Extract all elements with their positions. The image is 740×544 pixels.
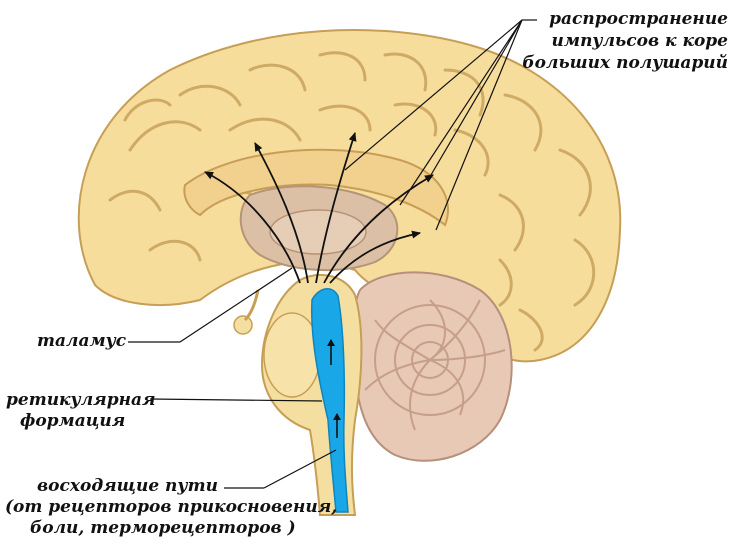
thalamus: [239, 185, 399, 272]
thalamus-label: таламус: [37, 331, 127, 351]
pathways-label-line3: боли, терморецепторов ): [30, 518, 296, 538]
cortex-label-line3: больших полушарий: [522, 53, 728, 73]
cerebellum: [353, 271, 513, 462]
reticular-label-line1: ретикулярная: [6, 390, 156, 410]
corpus-callosum: [183, 148, 449, 227]
pathways-label-line1: восходящие пути: [37, 476, 218, 496]
pituitary: [233, 289, 260, 335]
reticular-label-line2: формация: [20, 411, 126, 431]
cortex-label-line1: распространение: [549, 9, 728, 29]
leader-lines: [128, 19, 537, 489]
reticular-formation: [310, 288, 349, 513]
pathways-label-line2: (от рецепторов прикосновения,: [5, 497, 338, 517]
cortex-label-line2: импульсов к коре: [551, 31, 728, 51]
cortical-projection-arrows: [204, 132, 434, 284]
upward-impulse-arrows: [327, 339, 341, 438]
